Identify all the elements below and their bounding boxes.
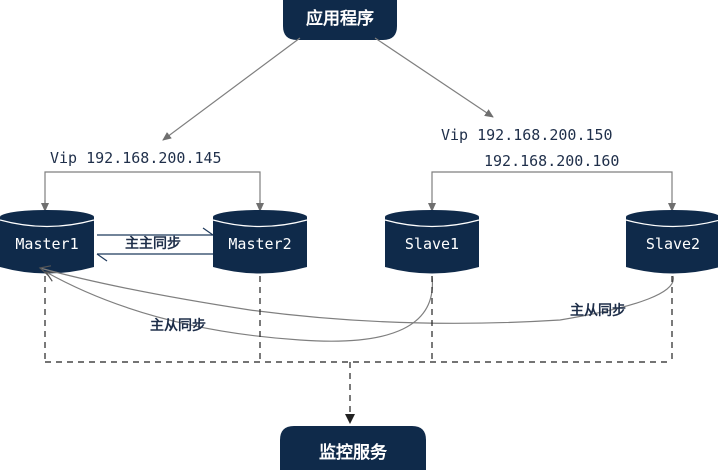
monitor-arrow-head — [345, 414, 355, 424]
master2-db: Master2 — [212, 210, 308, 274]
vip-master-bracket — [44, 171, 261, 211]
vip-slave-label-1: Vip 192.168.200.150 — [441, 126, 613, 144]
app-to-slave-arrow — [374, 37, 494, 118]
slave2-sync-curve — [40, 268, 674, 324]
slave1-db: Slave1 — [384, 210, 480, 274]
master-master-sync-link: 主主同步 — [96, 227, 214, 262]
monitor-label: 监控服务 — [319, 442, 388, 463]
app-label: 应用程序 — [306, 8, 374, 29]
master1-label: Master1 — [15, 235, 78, 253]
vip-slave-bracket — [431, 171, 673, 211]
slave2-label: Slave2 — [646, 235, 700, 253]
monitor-dashed-lines — [44, 276, 673, 420]
slave1-sync-label: 主从同步 — [150, 317, 206, 334]
master-master-sync-label: 主主同步 — [125, 235, 181, 252]
slave1-sync-curve — [46, 272, 433, 342]
monitor-node: 监控服务 — [280, 426, 426, 470]
slave1-label: Slave1 — [405, 235, 459, 253]
app-node: 应用程序 — [283, 0, 397, 40]
master1-db: Master1 — [0, 210, 95, 274]
vip-master-label: Vip 192.168.200.145 — [50, 149, 222, 167]
slave2-sync-label: 主从同步 — [570, 302, 626, 319]
slave2-db: Slave2 — [625, 210, 718, 274]
vip-slave-label-2: 192.168.200.160 — [484, 152, 619, 170]
app-to-master-arrow — [162, 37, 301, 141]
master2-label: Master2 — [228, 235, 291, 253]
